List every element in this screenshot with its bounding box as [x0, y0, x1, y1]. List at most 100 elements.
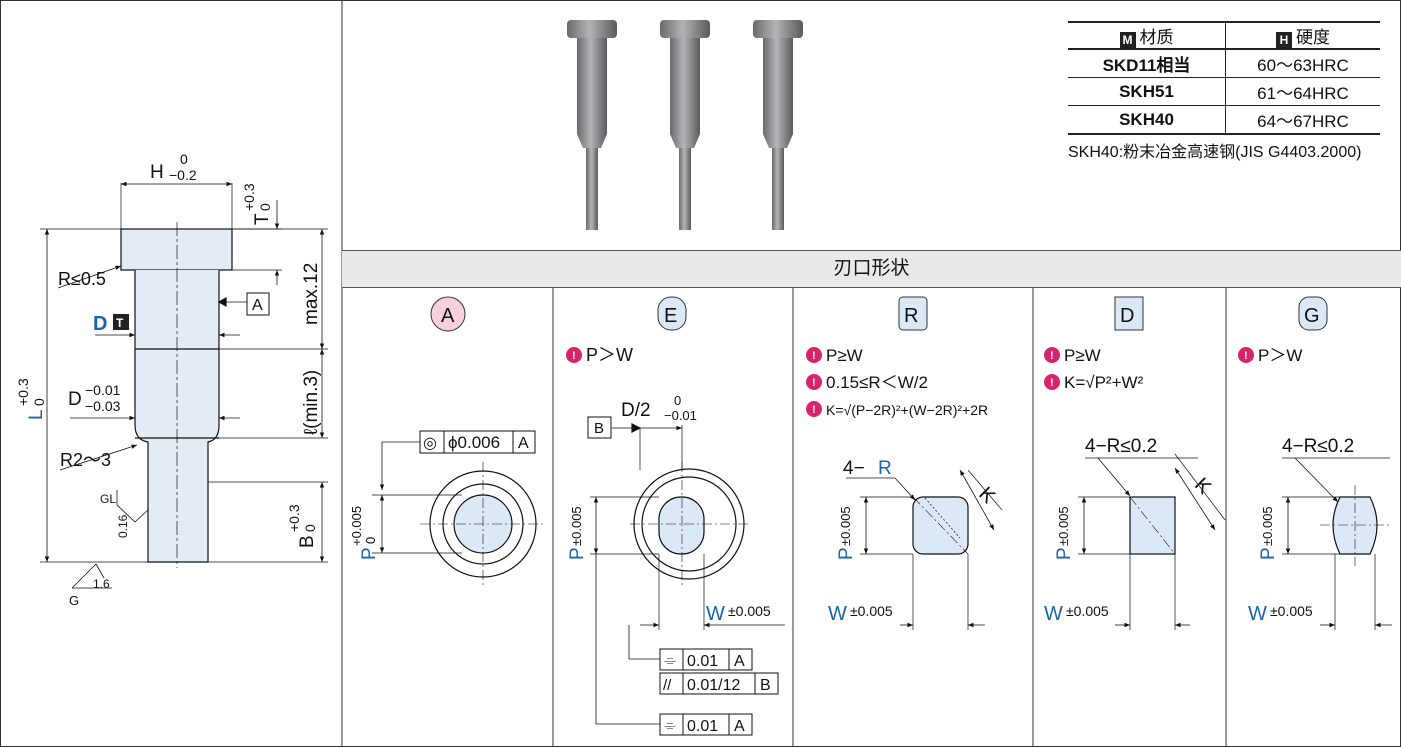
- b-tol-lower: 0: [302, 524, 318, 532]
- shape-r-corner-r: R: [878, 458, 892, 479]
- shape-e-fcf2-datum: B: [760, 677, 771, 694]
- max12-label: max.12: [301, 263, 322, 325]
- r-neck-label: R2～3: [60, 450, 111, 470]
- l-label: L: [26, 409, 47, 420]
- d-label: D: [93, 313, 107, 335]
- svg-text:!: !: [1050, 350, 1054, 362]
- shape-e-w: W: [706, 603, 725, 625]
- datum-a-label: A: [252, 297, 263, 314]
- material-icon: M: [1119, 32, 1136, 48]
- l-tol-lower: 0: [31, 398, 47, 406]
- shape-g-p-tol: ±0.005: [1260, 506, 1275, 546]
- shape-e-cond: P＞W: [586, 345, 633, 365]
- d-dim-label: D: [68, 389, 82, 410]
- shape-a-drawing: [372, 441, 546, 586]
- shape-d-label: D: [1120, 305, 1134, 327]
- shape-r-label: R: [904, 305, 918, 327]
- shape-d-cond1: P≥W: [1064, 346, 1101, 365]
- svg-text:!: !: [812, 377, 816, 389]
- shape-e-fcf3-datum: A: [734, 718, 745, 735]
- t-label: T: [252, 213, 273, 225]
- shape-r-drawing: [846, 469, 1003, 630]
- shape-r-cond2: 0.15≤R＜W/2: [826, 373, 928, 392]
- b-tol-upper: +0.3: [286, 504, 302, 532]
- shape-a-tol-datum: A: [518, 435, 529, 452]
- shape-g-corner: 4−R≤0.2: [1282, 436, 1354, 457]
- b-label: B: [297, 535, 318, 548]
- warning-icon: [1044, 374, 1060, 390]
- shape-r-corner-prefix: 4−: [843, 458, 865, 479]
- shape-r-p: P: [836, 547, 857, 560]
- shape-g-label: G: [1304, 305, 1320, 327]
- shape-g-w: W: [1248, 603, 1267, 625]
- shape-r-cond3: K=√(P−2R)²+(W−2R)²+2R: [826, 402, 988, 418]
- d-t-icon-letter: T: [116, 316, 124, 330]
- shape-e-w-tol: ±0.005: [728, 603, 771, 619]
- shape-d-w: W: [1044, 603, 1063, 625]
- warning-icon: [806, 347, 822, 363]
- svg-text:!: !: [1050, 377, 1054, 389]
- l-tol-upper: +0.3: [15, 378, 31, 406]
- shape-d-cond2: K=√P²+W²: [1064, 373, 1144, 392]
- shape-a-tol-value: ϕ0.006: [448, 433, 500, 452]
- svg-text:!: !: [1244, 350, 1248, 362]
- t-tol-upper: +0.3: [241, 183, 257, 211]
- shape-a-p-tol-upper: +0.005: [349, 506, 364, 546]
- material-note: SKH40:粉末冶金高速钢(JIS G4403.2000): [1068, 144, 1362, 161]
- d-tol-upper: −0.01: [85, 382, 121, 398]
- roughness-16: 1.6: [93, 577, 110, 591]
- shape-e-fcf1-datum: A: [734, 653, 745, 670]
- shape-d-p-tol: ±0.005: [1056, 506, 1071, 546]
- shape-e-fcf2-sym: //: [663, 677, 672, 694]
- shape-e-drawing: [590, 423, 785, 725]
- shape-r-cond1: P≥W: [826, 346, 863, 365]
- shape-a-p: P: [359, 547, 380, 560]
- warning-icon: [806, 401, 822, 417]
- shape-d-w-tol: ±0.005: [1066, 603, 1109, 619]
- shape-g-drawing: [1282, 457, 1392, 630]
- shape-r-k: K: [974, 483, 999, 508]
- shape-d-badge: [1114, 296, 1144, 331]
- shape-section-title: 刃口形状: [342, 250, 1401, 288]
- svg-text:!: !: [812, 350, 816, 362]
- h-tol-upper: 0: [180, 151, 188, 167]
- shape-a-p-tol-lower: 0: [363, 537, 378, 544]
- shape-r-w: W: [828, 603, 847, 625]
- shape-e-badge: [657, 296, 687, 331]
- r-head-label: R≤0.5: [58, 269, 106, 289]
- datum-a-box: [246, 292, 270, 316]
- svg-text:!: !: [812, 404, 816, 416]
- g-label: G: [69, 593, 79, 608]
- shape-g-w-tol: ±0.005: [1270, 603, 1313, 619]
- warning-icon: [1238, 347, 1254, 363]
- shape-a-tol-symbol: ◎: [423, 435, 437, 452]
- t-tol-lower: 0: [257, 203, 273, 211]
- product-photo: [567, 20, 803, 230]
- shape-e-label: E: [664, 305, 677, 327]
- shape-d-k: K: [1190, 474, 1215, 499]
- warning-icon: [806, 374, 822, 390]
- gl-label: GL: [100, 492, 116, 506]
- svg-text:!: !: [572, 350, 576, 362]
- shape-g-cond1: P＞W: [1258, 346, 1302, 365]
- shape-e-fcf3-val: 0.01: [687, 718, 718, 735]
- h-label: H: [150, 162, 164, 183]
- shape-g-p: P: [1258, 547, 1279, 560]
- h-tol-lower: −0.2: [169, 167, 197, 183]
- shape-r-p-tol: ±0.005: [838, 506, 853, 546]
- shape-e-p: P: [567, 547, 588, 560]
- shape-r-badge: [898, 296, 928, 331]
- shape-e-datum-b: B: [594, 420, 604, 437]
- d-t-icon: [113, 314, 129, 330]
- shape-e-d-tol-upper: 0: [674, 393, 681, 408]
- shape-a-badge: [430, 296, 466, 332]
- shape-e-fcf1-sym: ⌯: [664, 652, 676, 669]
- warning-icon: [1044, 347, 1060, 363]
